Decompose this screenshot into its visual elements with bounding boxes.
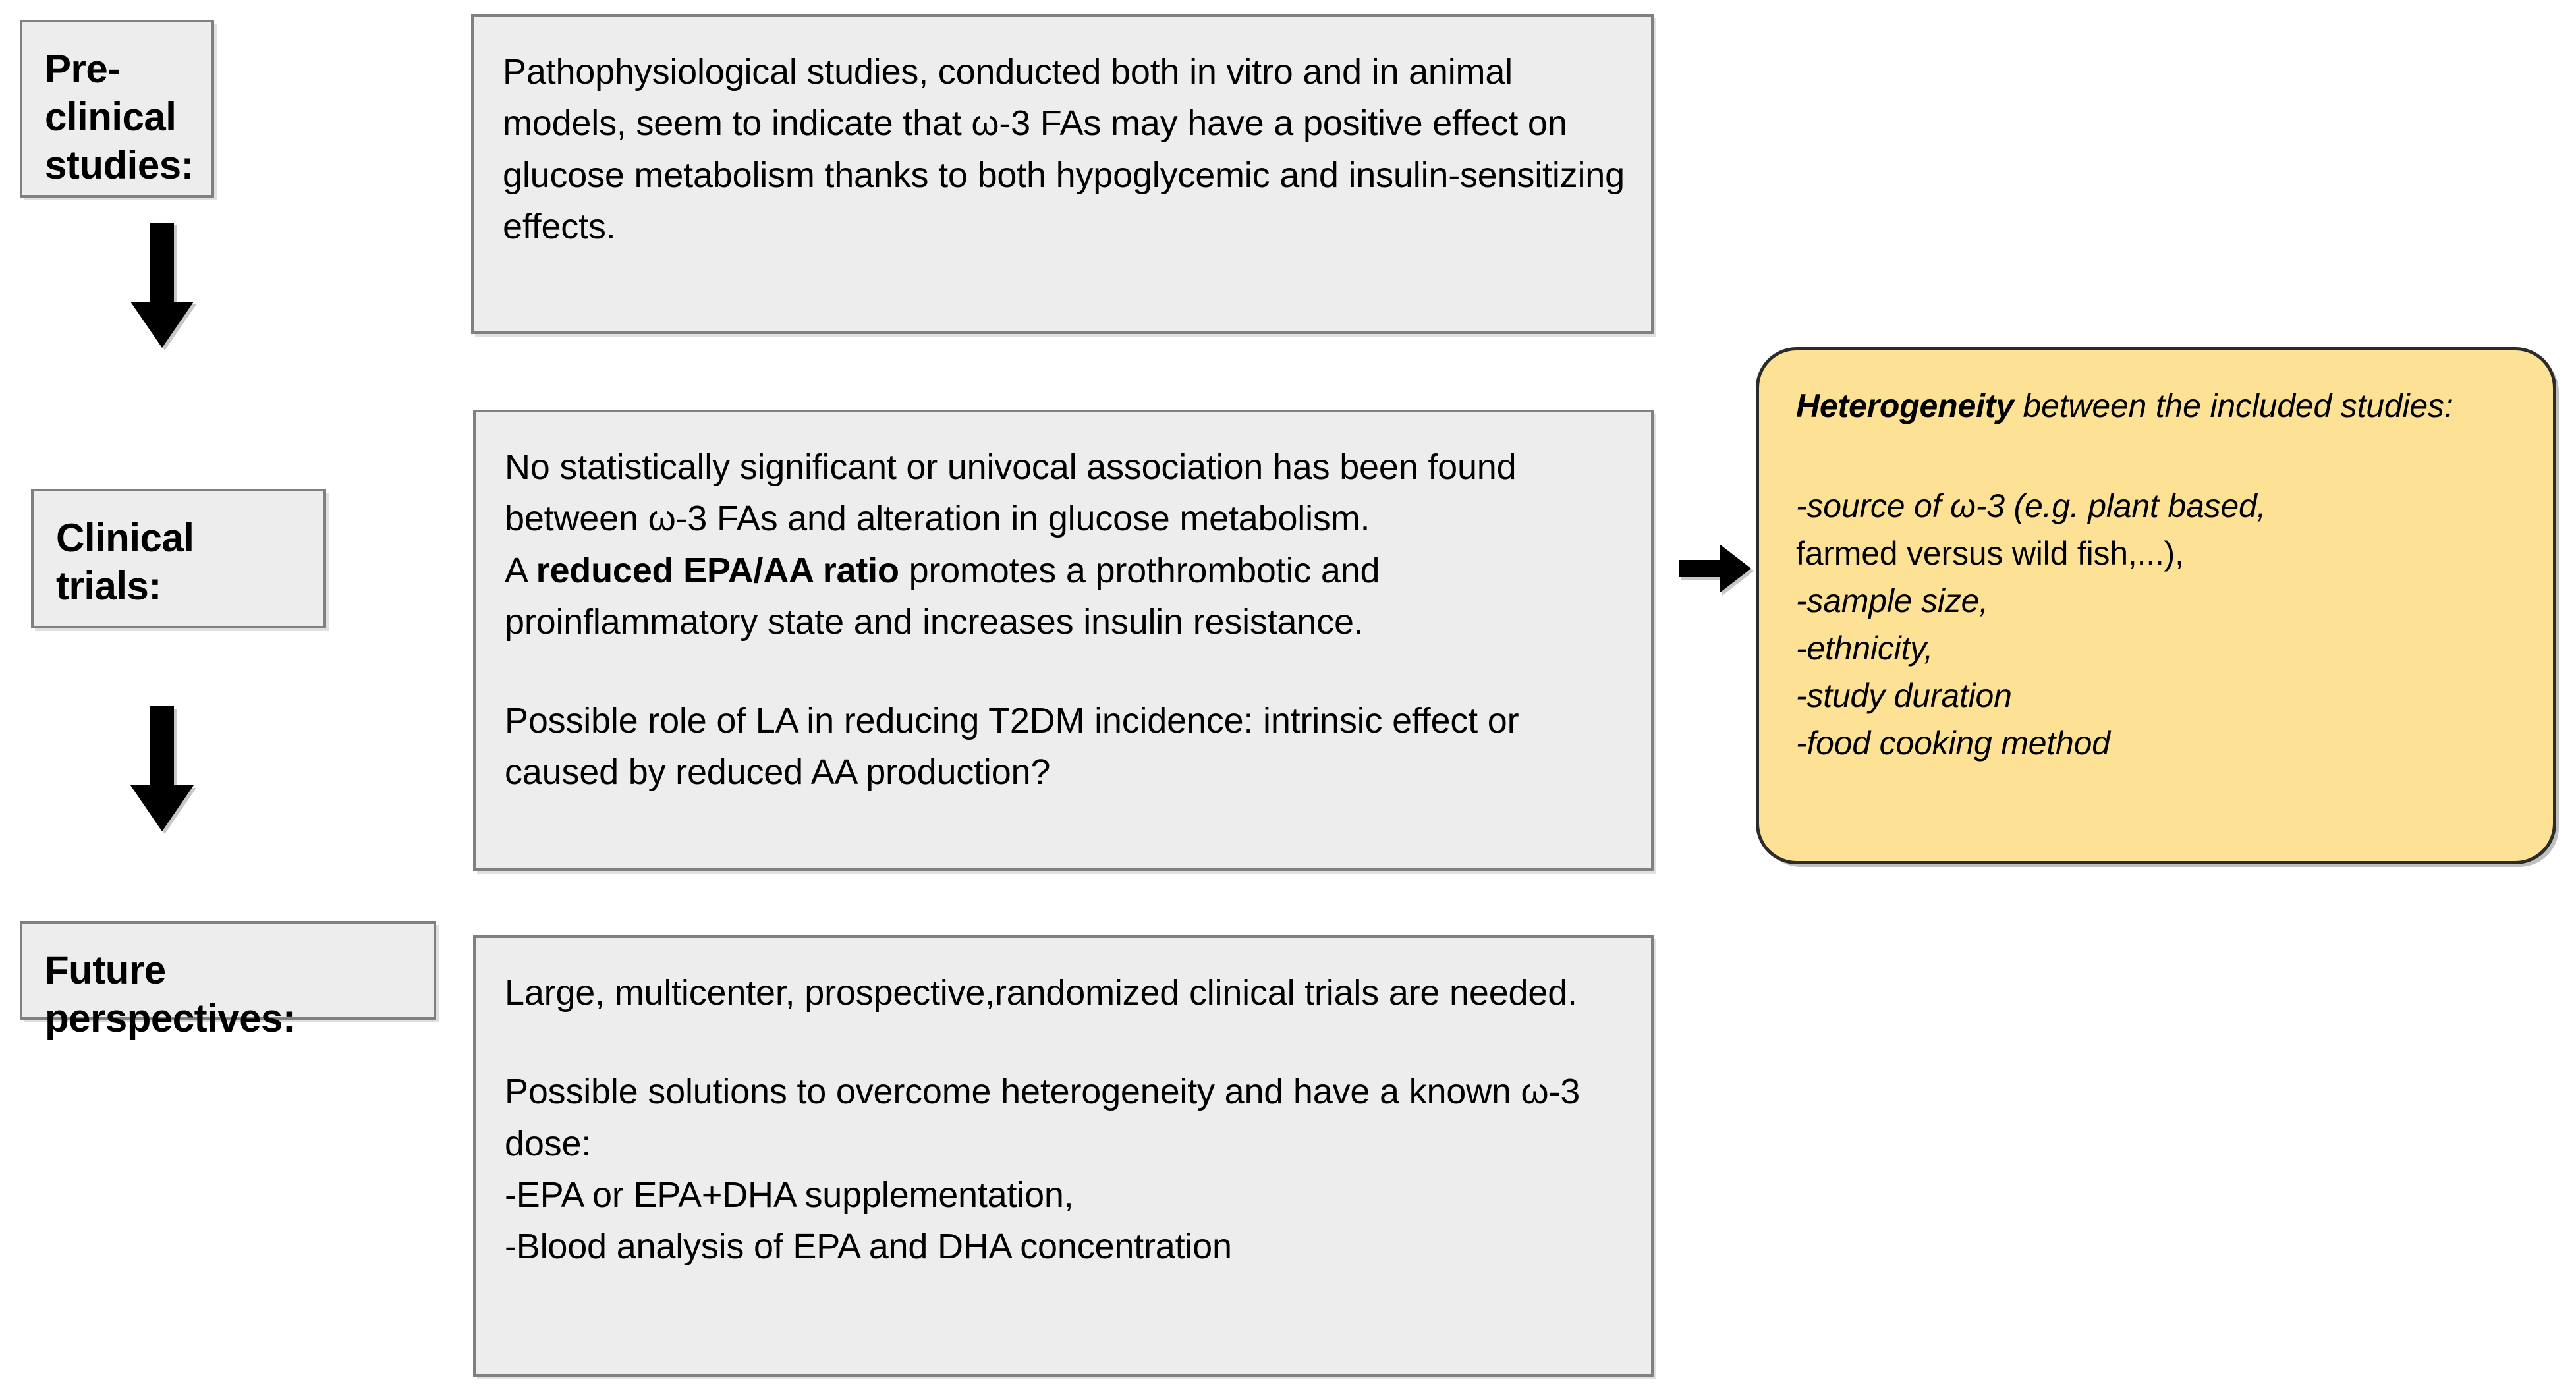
arrow-right-icon (1679, 544, 1751, 593)
heterogeneity-heading: Heterogeneity between the included studi… (1796, 382, 2521, 430)
clinical-epa-suffix: promotes a prothrombotic and proinflamma… (505, 550, 1380, 642)
arrow-down-icon (130, 223, 194, 348)
spacer (1796, 430, 2521, 482)
stage-label-pre-clinical: Pre-clinical studies: (20, 20, 214, 198)
stage-label-pre-clinical-line1: Pre-clinical (45, 47, 177, 140)
arrow-down-icon (130, 706, 194, 831)
heterogeneity-item-ethnicity: -ethnicity, (1796, 630, 1934, 667)
panel-clinical-trials-text: No statistically significant or univocal… (473, 410, 1654, 871)
spacer (505, 648, 1625, 695)
stage-label-future-perspectives-line2: perspectives: (45, 996, 296, 1041)
clinical-paragraph-epa-aa-ratio: A reduced EPA/AA ratio promotes a prothr… (505, 545, 1625, 648)
heterogeneity-item-source: -source of ω-3 (e.g. plant based, farmed … (1796, 482, 2521, 577)
heterogeneity-item-sample-size: -sample size, (1796, 582, 1988, 619)
heterogeneity-item-source-line1: -source of ω-3 (e.g. plant based, (1796, 487, 2266, 524)
spacer (505, 1018, 1625, 1066)
heterogeneity-item-food-cooking-method: -food cooking method (1796, 725, 2110, 762)
pre-clinical-paragraph: Pathophysiological studies, conducted bo… (503, 52, 1625, 246)
stage-label-future-perspectives: Future perspectives: (20, 921, 436, 1040)
stage-label-pre-clinical-line2: studies: (45, 143, 194, 188)
stage-label-clinical-trials: Clinical trials: (31, 489, 326, 628)
future-bullet-item: -Blood analysis of EPA and DHA concentra… (505, 1227, 1232, 1267)
stage-label-clinical-trials-line2: trials: (56, 564, 161, 609)
heterogeneity-heading-keyword: Heterogeneity (1796, 387, 2014, 424)
future-paragraph-solutions: Possible solutions to overcome heterogen… (505, 1072, 1581, 1163)
heterogeneity-item-study-duration: -study duration (1796, 677, 2012, 714)
clinical-paragraph-la-role: Possible role of LA in reducing T2DM inc… (505, 701, 1519, 792)
heterogeneity-heading-rest: between the included studies: (2013, 387, 2453, 424)
stage-label-future-perspectives-line1: Future (45, 948, 166, 992)
panel-heterogeneity-callout: Heterogeneity between the included studi… (1756, 347, 2556, 864)
panel-pre-clinical-text: Pathophysiological studies, conducted bo… (471, 14, 1654, 334)
stage-label-clinical-trials-line1: Clinical (56, 516, 194, 560)
clinical-epa-aa-ratio-bold: reduced EPA/AA ratio (536, 550, 899, 590)
heterogeneity-item-source-line2: farmed versus wild fish,...), (1796, 535, 2184, 572)
panel-future-perspectives-text: Large, multicenter, prospective,randomiz… (473, 935, 1654, 1377)
future-paragraph-trials-needed: Large, multicenter, prospective,randomiz… (505, 973, 1577, 1013)
clinical-paragraph-association: No statistically significant or univocal… (505, 447, 1517, 539)
clinical-epa-prefix: A (505, 550, 536, 590)
future-bullet-item: -EPA or EPA+DHA supplementation, (505, 1175, 1074, 1215)
